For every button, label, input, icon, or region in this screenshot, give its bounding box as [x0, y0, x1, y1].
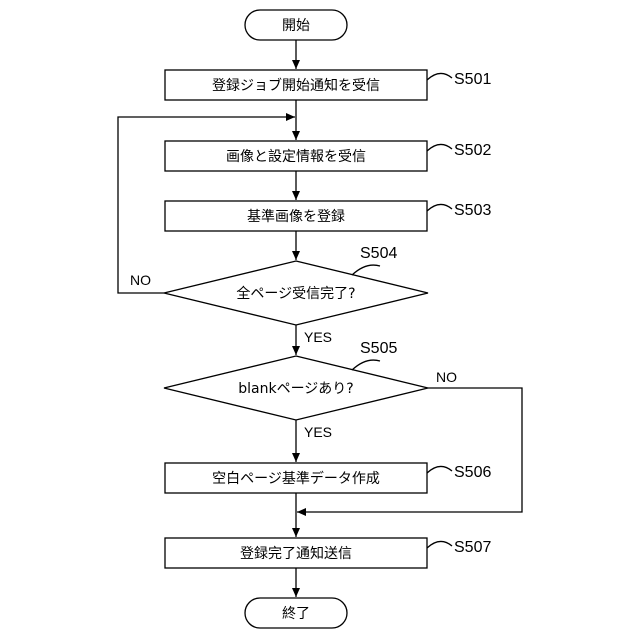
s505-yes-label: YES [304, 424, 332, 440]
step-s506-id: S506 [454, 464, 491, 481]
step-s501-text: 登録ジョブ開始通知を受信 [212, 77, 380, 94]
step-s506-leader [427, 466, 452, 473]
step-s502: 画像と設定情報を受信 S502 [165, 141, 491, 171]
step-s506-text: 空白ページ基準データ作成 [212, 470, 380, 487]
step-s501-id: S501 [454, 71, 491, 88]
step-s507-leader [427, 541, 452, 548]
step-s502-text: 画像と設定情報を受信 [226, 149, 366, 165]
start-label: 開始 [282, 18, 310, 34]
step-s503-text: 基準画像を登録 [247, 208, 345, 225]
decision-s505-leader [352, 360, 380, 370]
step-s507-id: S507 [454, 539, 491, 556]
step-s501: 登録ジョブ開始通知を受信 S501 [165, 70, 491, 100]
step-s503-id: S503 [454, 202, 491, 219]
step-s503: 基準画像を登録 S503 [165, 201, 491, 231]
step-s503-leader [427, 204, 452, 211]
decision-s505-text: blankページあり? [238, 381, 354, 397]
step-s507: 登録完了通知送信 S507 [165, 538, 491, 568]
step-s502-id: S502 [454, 142, 491, 159]
step-s507-text: 登録完了通知送信 [240, 545, 352, 562]
s505-no-label: NO [436, 369, 457, 385]
end-label: 終了 [282, 606, 310, 622]
decision-s504-leader [352, 265, 380, 275]
end-terminal: 終了 [245, 598, 347, 628]
step-s501-leader [427, 73, 452, 80]
step-s506: 空白ページ基準データ作成 S506 [165, 463, 491, 493]
s504-yes-label: YES [304, 329, 332, 345]
decision-s504-id: S504 [360, 245, 397, 262]
s504-no-label: NO [130, 272, 151, 288]
step-s502-leader [427, 144, 452, 151]
start-terminal: 開始 [245, 10, 347, 40]
decision-s504-text: 全ページ受信完了? [236, 285, 355, 302]
decision-s505-id: S505 [360, 340, 397, 357]
